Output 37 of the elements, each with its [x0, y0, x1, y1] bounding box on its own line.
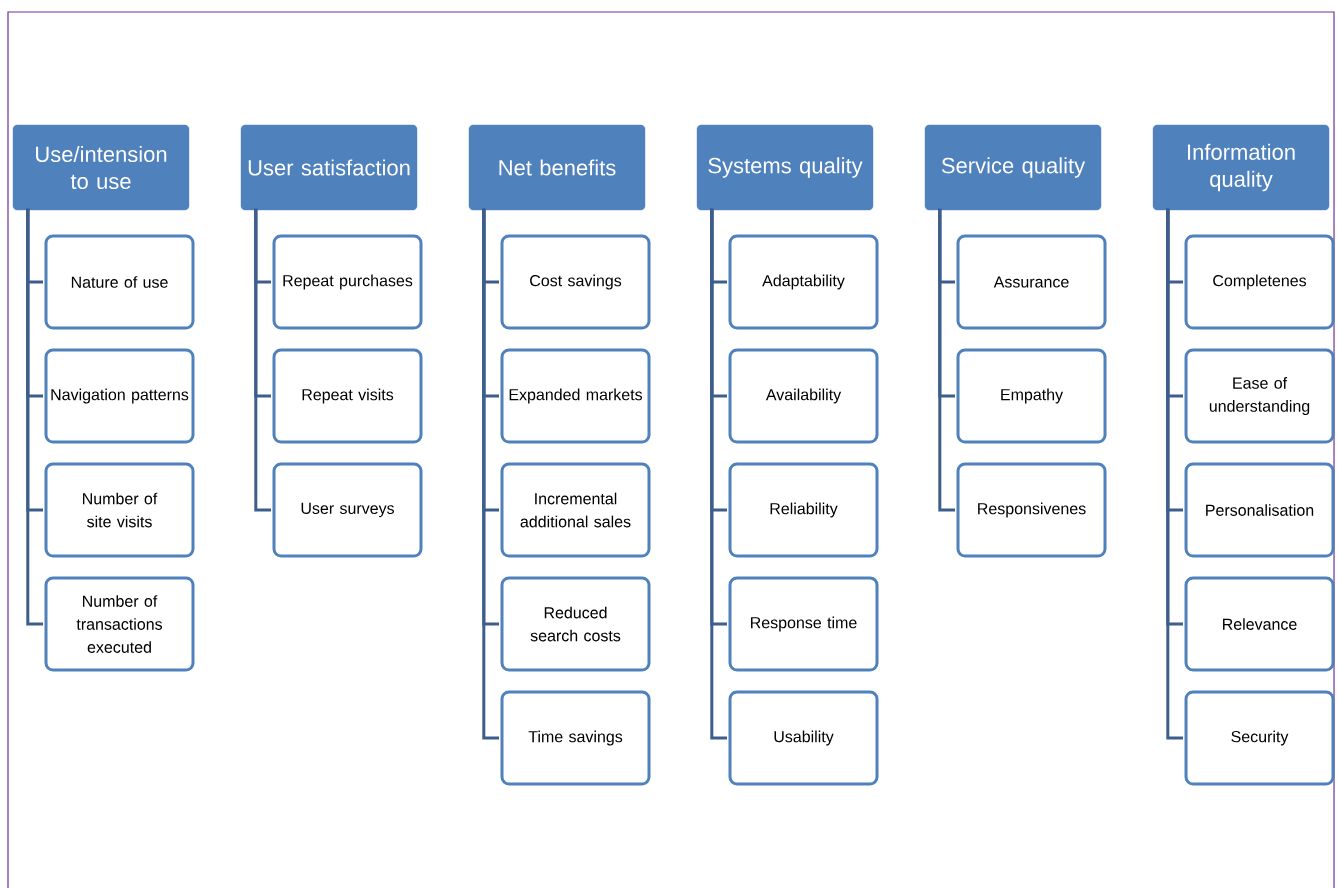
item-box: Reliability	[728, 462, 879, 558]
item-box: Number of transactions executed	[44, 576, 195, 672]
category-box: Systems quality	[696, 124, 874, 211]
item-box: Availability	[728, 348, 879, 444]
item-box: Assurance	[956, 234, 1107, 330]
item-box: Completenes	[1184, 234, 1335, 330]
item-box: Number of site visits	[44, 462, 195, 558]
item-box: Incremental additional sales	[500, 462, 651, 558]
item-box: Reduced search costs	[500, 576, 651, 672]
item-box: Nature of use	[44, 234, 195, 330]
item-box: Ease of understanding	[1184, 348, 1335, 444]
connector-line	[710, 208, 727, 740]
category-box: Use/intension to use	[12, 124, 190, 211]
item-box: Adaptability	[728, 234, 879, 330]
item-box: Navigation patterns	[44, 348, 195, 444]
item-box: Cost savings	[500, 234, 651, 330]
item-box: Response time	[728, 576, 879, 672]
item-box: Responsivenes	[956, 462, 1107, 558]
item-box: Repeat visits	[272, 348, 423, 444]
item-box: Usability	[728, 690, 879, 786]
category-box: Service quality	[924, 124, 1102, 211]
connector-line	[482, 208, 499, 740]
item-box: User surveys	[272, 462, 423, 558]
connector-line	[254, 208, 271, 512]
item-box: Empathy	[956, 348, 1107, 444]
item-box: Time savings	[500, 690, 651, 786]
category-box: Information quality	[1152, 124, 1330, 211]
item-box: Relevance	[1184, 576, 1335, 672]
connector-line	[938, 208, 955, 512]
connector-line	[1166, 208, 1183, 740]
item-box: Personalisation	[1184, 462, 1335, 558]
connector-line	[26, 208, 43, 626]
item-box: Expanded markets	[500, 348, 651, 444]
category-box: Net benefits	[468, 124, 646, 211]
item-box: Security	[1184, 690, 1335, 786]
category-box: User satisfaction	[240, 124, 418, 211]
item-box: Repeat purchases	[272, 234, 423, 330]
